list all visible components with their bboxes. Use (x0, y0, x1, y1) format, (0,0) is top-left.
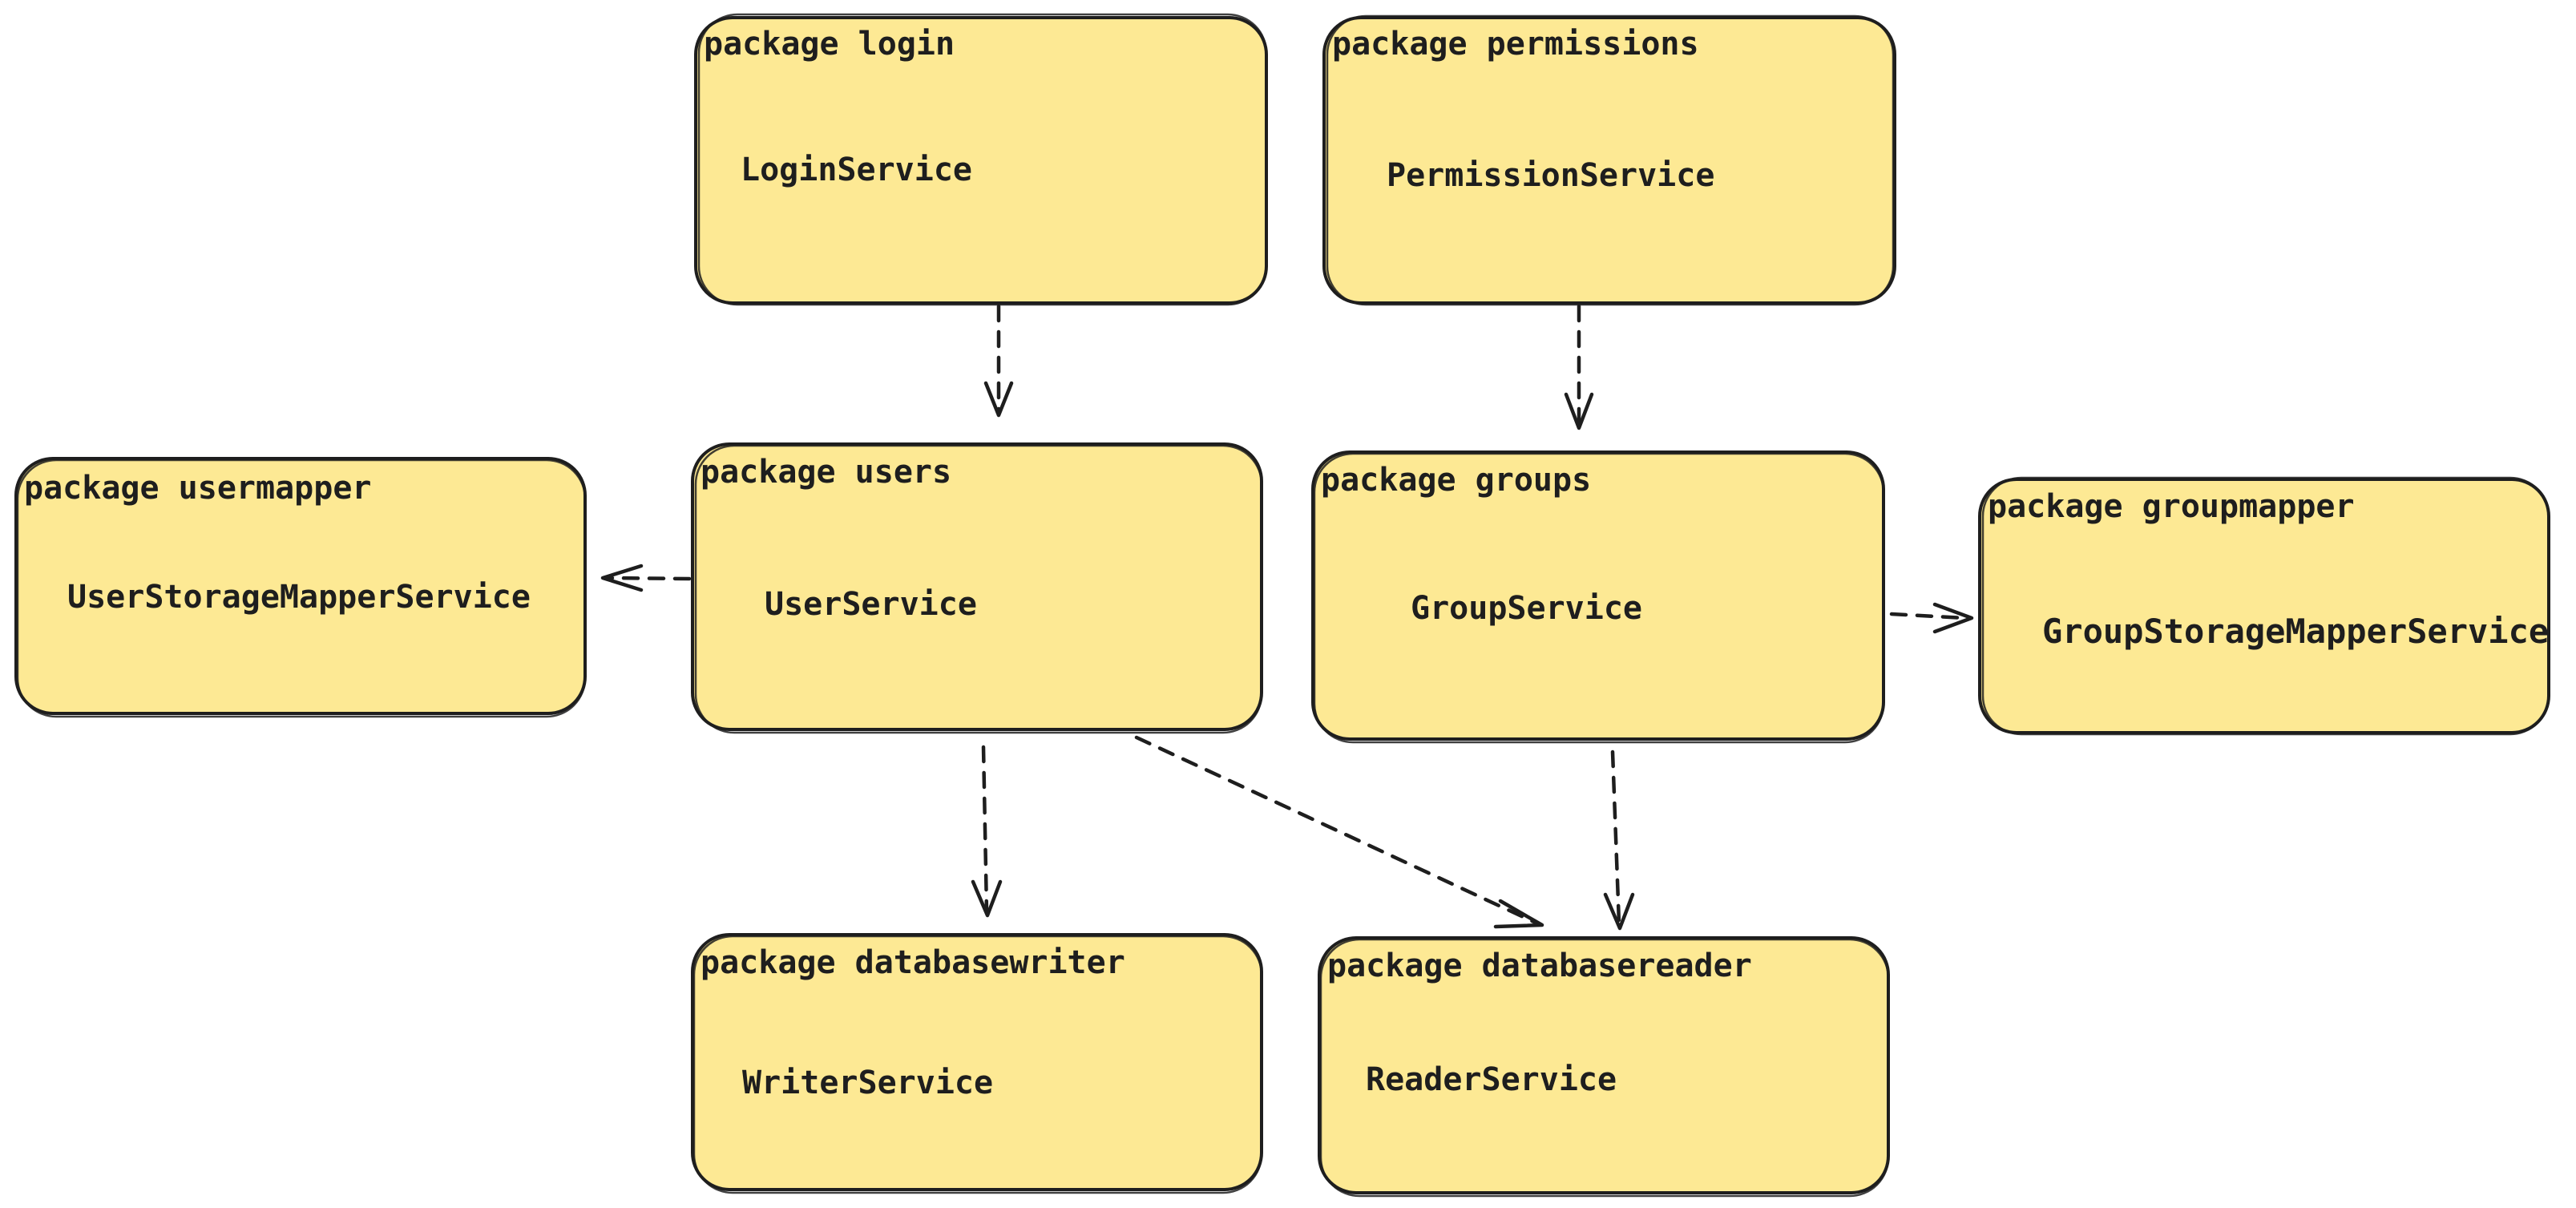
package-groups-title: package groups (1321, 462, 1591, 499)
arrow-groups-to-groupmapper (1889, 602, 1974, 634)
package-users-title: package users (701, 454, 951, 491)
arrow-users-to-usermapper (600, 564, 692, 592)
package-databasereader: package databasereader ReaderService (1318, 936, 1890, 1198)
package-permissions-box (1322, 16, 1896, 305)
login-service-label: LoginService (741, 152, 972, 188)
user-storage-mapper-service-label: UserStorageMapperService (67, 579, 531, 616)
user-service-label: UserService (765, 586, 977, 623)
package-usermapper: package usermapper UserStorageMapperServ… (14, 457, 587, 718)
package-login-title: package login (704, 26, 955, 63)
package-groupmapper: package groupmapper GroupStorageMapperSe… (1978, 476, 2550, 736)
package-databasewriter: package databasewriter WriterService (691, 933, 1263, 1194)
package-permissions-title: package permissions (1332, 26, 1699, 63)
group-service-label: GroupService (1411, 590, 1642, 627)
group-storage-mapper-service-label: GroupStorageMapperService (2042, 612, 2549, 651)
arrow-users-to-databasereader (1134, 735, 1544, 929)
arrow-login-to-users (983, 304, 1014, 418)
reader-service-label: ReaderService (1366, 1061, 1617, 1098)
arrow-permissions-to-groups (1564, 304, 1594, 430)
package-permissions: package permissions PermissionService (1322, 14, 1896, 306)
package-usermapper-title: package usermapper (24, 470, 371, 507)
permission-service-label: PermissionService (1387, 157, 1714, 194)
arrow-users-to-databasewriter (971, 745, 1003, 918)
package-databasereader-title: package databasereader (1327, 947, 1752, 984)
package-groupmapper-title: package groupmapper (1988, 488, 2355, 525)
package-databasewriter-title: package databasewriter (701, 944, 1125, 981)
package-users: package users UserService (691, 442, 1263, 734)
package-groups: package groups GroupService (1311, 450, 1885, 744)
package-login: package login LoginService (694, 13, 1268, 306)
writer-service-label: WriterService (742, 1065, 993, 1101)
arrow-groups-to-databasereader (1603, 749, 1635, 931)
dependency-arrows (600, 304, 1974, 931)
